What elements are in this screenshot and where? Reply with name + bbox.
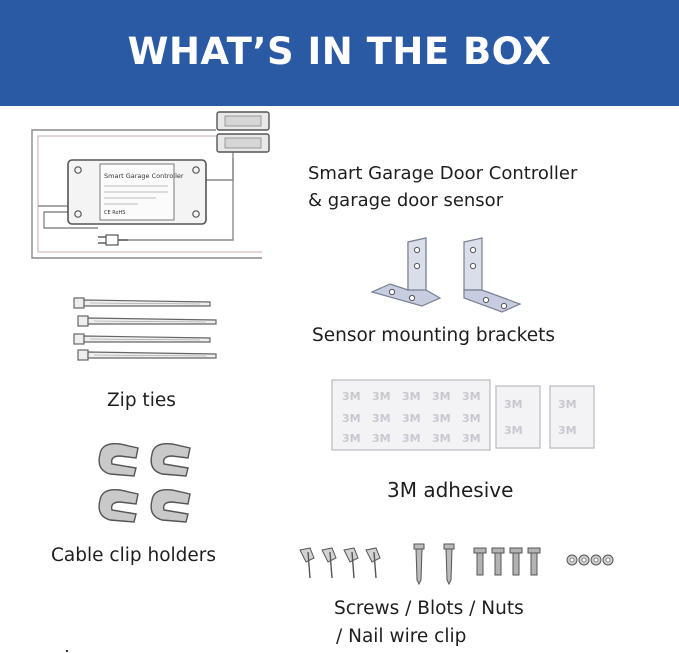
adhesive-mark: 3M bbox=[504, 424, 523, 437]
adhesive-mark: 3M bbox=[342, 432, 361, 445]
screw-icon bbox=[299, 543, 614, 586]
adhesive-mark: 3M bbox=[402, 432, 421, 445]
adhesive-mark: 3M bbox=[504, 398, 523, 411]
adhesive-mark: 3M bbox=[342, 390, 361, 403]
adhesive-mark: 3M bbox=[402, 412, 421, 425]
clips-label: Cable clip holders bbox=[51, 545, 217, 566]
adhesive-mark: 3M bbox=[462, 390, 481, 403]
adhesive-label: 3M adhesive bbox=[387, 478, 514, 502]
smart-controller-icon: Smart Garage Controller CE RoHS bbox=[31, 129, 262, 259]
header-banner: WHAT’S IN THE BOX bbox=[0, 0, 679, 106]
adhesive-mark: 3M bbox=[402, 390, 421, 403]
controller-device-label: Smart Garage Controller bbox=[104, 172, 184, 180]
adhesive-mark: 3M bbox=[432, 432, 451, 445]
screws-label-line2: / Nail wire clip bbox=[336, 626, 467, 647]
zip-tie-icon bbox=[73, 297, 217, 361]
page-title: WHAT’S IN THE BOX bbox=[127, 29, 552, 73]
adhesive-mark: 3M bbox=[462, 432, 481, 445]
zip-ties-label: Zip ties bbox=[107, 390, 176, 411]
screws-label: Screws / Blots / Nuts / Nail wire clip bbox=[334, 595, 524, 651]
adhesive-mark: 3M bbox=[462, 412, 481, 425]
l-bracket-icon bbox=[370, 237, 522, 313]
controller-label-line2: & garage door sensor bbox=[308, 190, 504, 211]
adhesive-mark: 3M bbox=[558, 398, 577, 411]
adhesive-pad-icon: 3M 3M 3M 3M 3M 3M 3M 3M 3M 3M 3M 3M 3M 3… bbox=[331, 379, 595, 451]
adhesive-mark: 3M bbox=[432, 412, 451, 425]
power-plug-icon bbox=[98, 234, 128, 246]
adhesive-mark: 3M bbox=[372, 412, 391, 425]
brackets-label: Sensor mounting brackets bbox=[312, 325, 556, 346]
magnetic-sensor-icon bbox=[216, 111, 270, 153]
controller-label-line1: Smart Garage Door Controller bbox=[308, 163, 578, 184]
cable-clip-icon bbox=[98, 443, 191, 523]
stray-dot bbox=[66, 650, 68, 652]
controller-label: Smart Garage Door Controller & garage do… bbox=[308, 160, 577, 214]
controller-device-badge: CE RoHS bbox=[104, 210, 125, 216]
adhesive-mark: 3M bbox=[342, 412, 361, 425]
adhesive-mark: 3M bbox=[372, 432, 391, 445]
screws-label-line1: Screws / Blots / Nuts bbox=[334, 598, 524, 619]
adhesive-mark: 3M bbox=[372, 390, 391, 403]
adhesive-mark: 3M bbox=[432, 390, 451, 403]
adhesive-mark: 3M bbox=[558, 424, 577, 437]
